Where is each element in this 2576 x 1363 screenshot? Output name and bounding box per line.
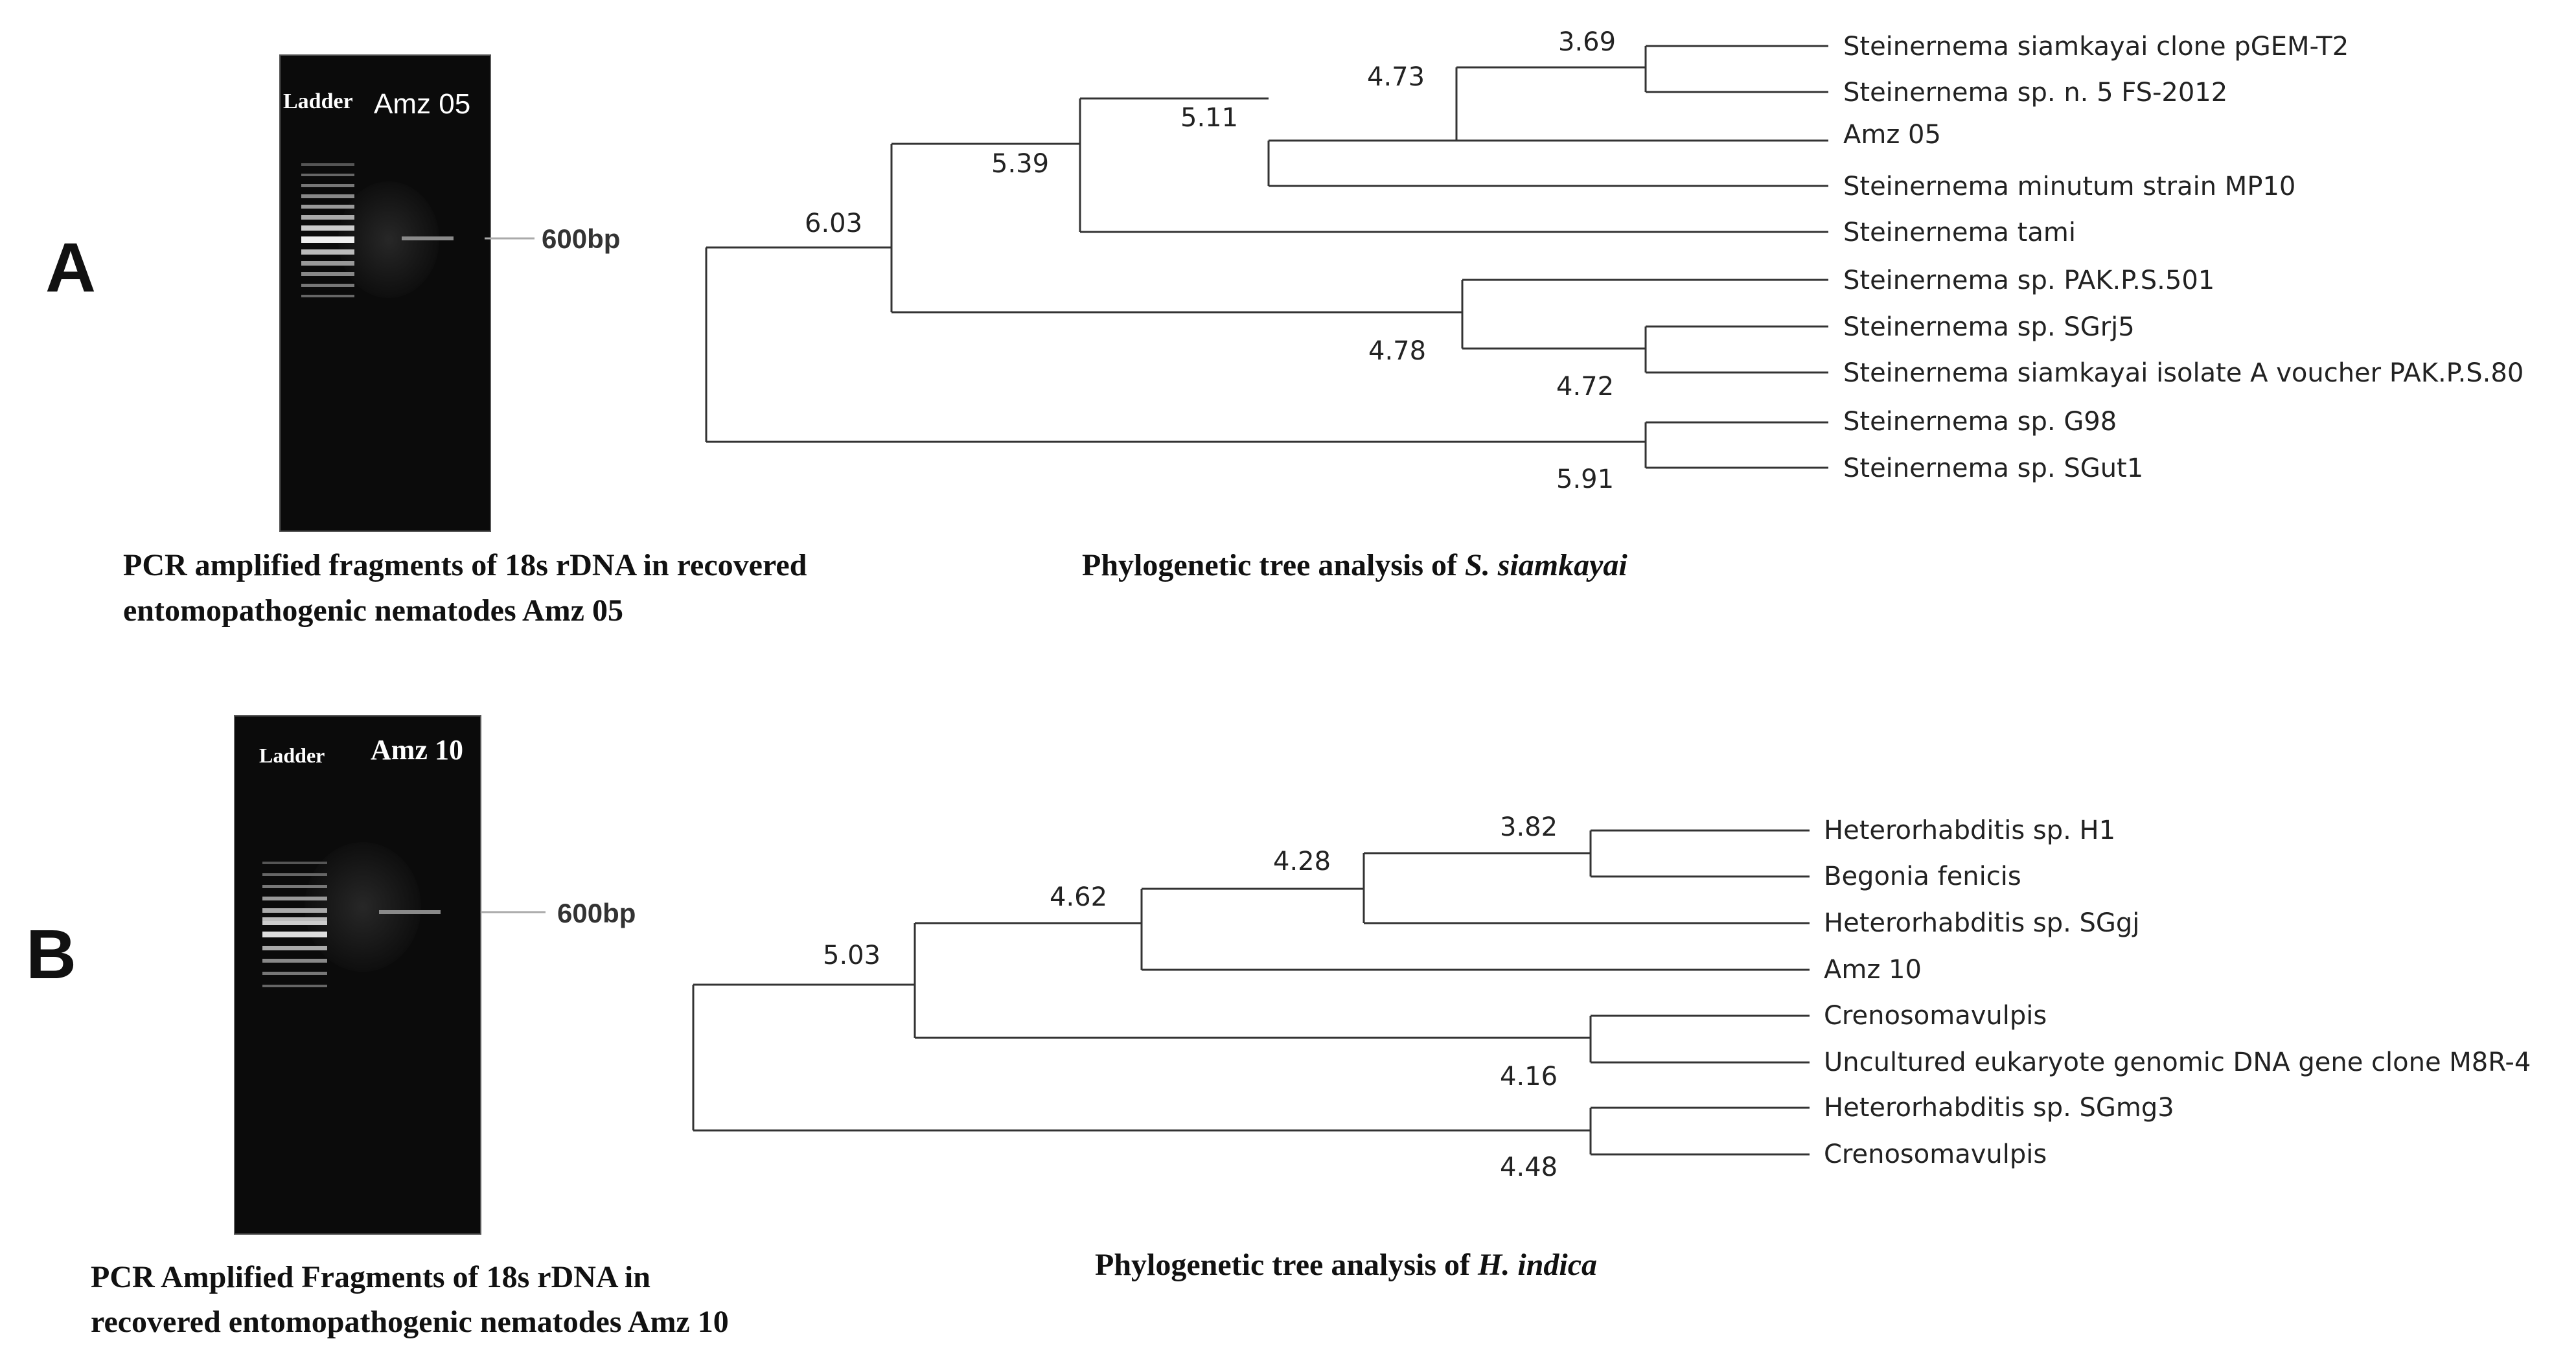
gel-lane-label-ladder: Ladder bbox=[259, 744, 325, 767]
tree-leaf: Heterorhabditis sp. SGmg3 bbox=[1824, 1093, 2174, 1123]
gel-caption-line-1: PCR Amplified Fragments of 18s rDNA in bbox=[91, 1260, 650, 1294]
tree-leaf: Crenosomavulpis bbox=[1824, 1140, 2047, 1169]
gel-smear bbox=[338, 181, 439, 298]
node-value: 6.03 bbox=[805, 209, 862, 238]
tree-branches bbox=[705, 45, 1828, 469]
tree-caption: Phylogenetic tree analysis of S. siamkay… bbox=[1082, 548, 1627, 582]
tree-leaves: Steinernema siamkayai clone pGEM-T2 Stei… bbox=[1843, 32, 2524, 483]
node-value: 3.69 bbox=[1558, 27, 1616, 57]
tree-leaf: Steinernema siamkayai isolate A voucher … bbox=[1843, 358, 2524, 388]
tree-node-values: 3.82 4.28 4.62 5.03 4.16 4.48 bbox=[823, 812, 1558, 1182]
gel-caption-line-2: entomopathogenic nematodes Amz 05 bbox=[123, 593, 623, 628]
gel-lane-label-ladder: Ladder bbox=[283, 89, 353, 113]
gel-lane-label-sample: Amz 05 bbox=[374, 88, 470, 120]
tree-leaf: Steinernema minutum strain MP10 bbox=[1843, 172, 2295, 201]
panel-letter-b: B bbox=[26, 915, 76, 993]
tree-caption-species: S. siamkayai bbox=[1465, 548, 1627, 582]
tree-leaf: Steinernema siamkayai clone pGEM-T2 bbox=[1843, 32, 2349, 62]
node-value: 4.73 bbox=[1367, 62, 1425, 92]
panel-b: B Ladder Amz 10 bbox=[26, 715, 2531, 1339]
tree-leaf: Steinernema sp. PAK.P.S.501 bbox=[1843, 266, 2214, 295]
tree-caption: Phylogenetic tree analysis of H. indica bbox=[1095, 1248, 1597, 1282]
tree-leaf: Amz 05 bbox=[1843, 120, 1941, 150]
tree-branches bbox=[692, 829, 1810, 1156]
band-size-label: 600bp bbox=[542, 223, 620, 254]
tree-leaf: Amz 10 bbox=[1824, 955, 1922, 985]
tree-caption-prefix: Phylogenetic tree analysis of bbox=[1095, 1248, 1478, 1282]
tree-caption-prefix: Phylogenetic tree analysis of bbox=[1082, 548, 1465, 582]
node-value: 5.91 bbox=[1556, 464, 1614, 494]
band-size-label: 600bp bbox=[557, 898, 636, 928]
node-value: 4.28 bbox=[1273, 847, 1331, 876]
tree-leaf: Steinernema sp. n. 5 FS-2012 bbox=[1843, 78, 2227, 108]
ladder-lane bbox=[301, 163, 354, 297]
gel-border bbox=[279, 54, 491, 532]
node-value: 4.48 bbox=[1500, 1152, 1558, 1182]
node-value: 5.03 bbox=[823, 941, 880, 970]
gel-lane-label-sample: Amz 10 bbox=[371, 734, 463, 766]
tree-leaf: Heterorhabditis sp. SGgj bbox=[1824, 908, 2139, 938]
tree-leaves: Heterorhabditis sp. H1 Begonia fenicis H… bbox=[1824, 816, 2531, 1169]
phylogenetic-tree-a: Steinernema siamkayai clone pGEM-T2 Stei… bbox=[705, 27, 2524, 582]
node-value: 5.11 bbox=[1180, 103, 1238, 133]
gel-border bbox=[234, 715, 481, 1235]
tree-leaf: Steinernema tami bbox=[1843, 218, 2076, 247]
tree-leaf: Steinernema sp. SGut1 bbox=[1843, 453, 2143, 483]
gel-image-a: Ladder Amz 05 bbox=[279, 54, 491, 532]
node-value: 4.16 bbox=[1500, 1062, 1558, 1092]
tree-node-values: 3.69 4.73 5.11 5.39 6.03 4.78 4.72 5.91 bbox=[805, 27, 1616, 494]
panel-a: A Ladder Amz 05 bbox=[45, 27, 2524, 628]
tree-leaf: Steinernema sp. SGrj5 bbox=[1843, 312, 2135, 342]
node-value: 3.82 bbox=[1500, 812, 1558, 842]
gel-smear bbox=[305, 842, 421, 972]
sample-band bbox=[379, 910, 441, 914]
gel-image-b: Ladder Amz 10 bbox=[234, 715, 481, 1235]
ladder-lane bbox=[262, 862, 327, 987]
tree-leaf: Steinernema sp. G98 bbox=[1843, 407, 2117, 437]
tree-leaf: Crenosomavulpis bbox=[1824, 1001, 2047, 1031]
gel-caption-line-1: PCR amplified fragments of 18s rDNA in r… bbox=[123, 548, 807, 582]
gel-caption-line-2: recovered entomopathogenic nematodes Amz… bbox=[91, 1305, 729, 1339]
phylogenetic-tree-b: Heterorhabditis sp. H1 Begonia fenicis H… bbox=[692, 812, 2531, 1282]
tree-leaf: Heterorhabditis sp. H1 bbox=[1824, 816, 2115, 845]
sample-band bbox=[402, 236, 454, 240]
node-value: 5.39 bbox=[991, 149, 1049, 179]
tree-leaf: Uncultured eukaryote genomic DNA gene cl… bbox=[1824, 1048, 2531, 1077]
tree-caption-species: H. indica bbox=[1477, 1248, 1597, 1282]
tree-leaf: Begonia fenicis bbox=[1824, 862, 2021, 891]
node-value: 4.72 bbox=[1556, 372, 1614, 402]
panel-letter-a: A bbox=[45, 228, 96, 306]
node-value: 4.62 bbox=[1050, 882, 1107, 912]
node-value: 4.78 bbox=[1368, 336, 1426, 366]
